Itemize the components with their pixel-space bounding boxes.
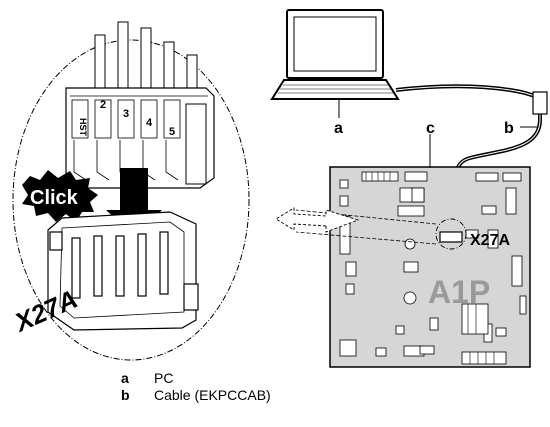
- pcb-board: [329, 166, 531, 368]
- laptop-icon: [270, 9, 400, 100]
- callout-c: c: [426, 120, 435, 137]
- pin1-label: HST: [78, 118, 88, 137]
- callout-a: a: [334, 120, 343, 137]
- pin-label-2: 2: [100, 99, 106, 111]
- legend-key: a: [121, 370, 129, 386]
- board-connector: [439, 231, 463, 243]
- detail-socket: [47, 211, 199, 331]
- legend-text: PC: [154, 370, 174, 386]
- legend-row: b Cable (EKPCCAB): [121, 387, 271, 404]
- board-label: A1P: [428, 274, 490, 310]
- pin-label-3: 3: [123, 108, 129, 120]
- pin-label-4: 4: [146, 117, 153, 129]
- cable-adapter: [532, 91, 548, 115]
- click-label: Click: [30, 187, 79, 209]
- legend: a PC b Cable (EKPCCAB): [121, 370, 271, 404]
- detail-connector-label: X27A: [8, 284, 81, 339]
- callout-b: b: [504, 120, 514, 137]
- board-connector-label: X27A: [470, 232, 510, 249]
- click-badge: Click: [22, 170, 98, 222]
- legend-text: Cable (EKPCCAB): [154, 387, 271, 403]
- legend-key: b: [121, 387, 130, 403]
- legend-row: a PC: [121, 370, 271, 387]
- pin-label-5: 5: [169, 126, 175, 138]
- board-zoom-circle: [435, 218, 467, 250]
- zoom-arrow: [275, 207, 360, 233]
- detail-zoom-ellipse: [12, 39, 250, 361]
